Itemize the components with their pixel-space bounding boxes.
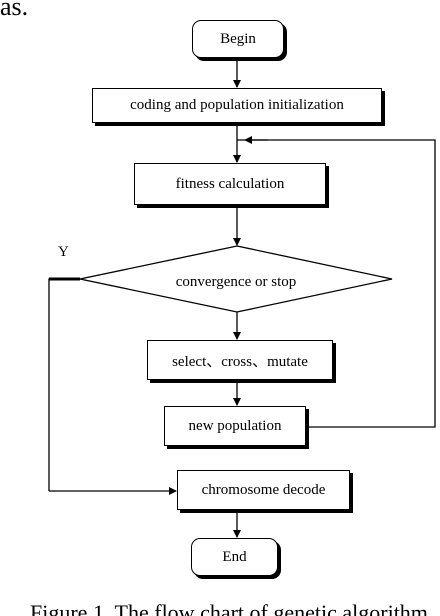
convergence-label: convergence or stop: [175, 274, 297, 290]
coding-node: coding and population initialization: [92, 88, 382, 123]
edge-new-population-loop: [237, 139, 436, 428]
figure-caption: Figure 1. The flow chart of genetic algo…: [30, 600, 428, 616]
coding-label: coding and population initialization: [130, 97, 344, 113]
yes-branch-label: Y: [58, 244, 69, 260]
end-node: End: [191, 538, 278, 576]
text-fragment-top: as.: [0, 0, 29, 21]
begin-node: Begin: [192, 20, 284, 58]
new-population-label: new population: [188, 417, 282, 434]
select-node: select、cross、mutate: [147, 340, 333, 380]
select-label: select、cross、mutate: [172, 353, 308, 370]
convergence-diamond: [79, 245, 393, 313]
edge-yes-to-decode: [48, 278, 80, 491]
decode-label: chromosome decode: [201, 481, 326, 498]
begin-label: Begin: [220, 30, 256, 47]
decode-node: chromosome decode: [177, 470, 350, 510]
new-population-node: new population: [164, 406, 306, 446]
end-label: End: [222, 548, 247, 565]
fitness-label: fitness calculation: [175, 175, 285, 192]
fitness-node: fitness calculation: [134, 163, 326, 205]
